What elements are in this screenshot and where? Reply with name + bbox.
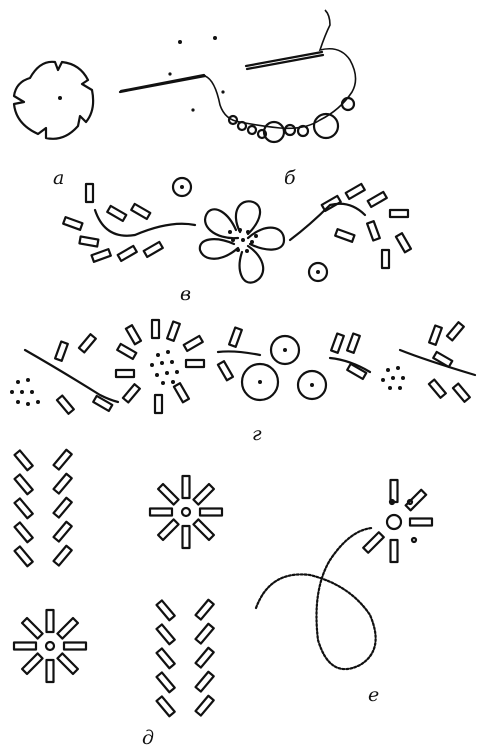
label-f: е xyxy=(368,684,379,706)
panel-d-sun-band xyxy=(10,320,475,414)
label-e: д xyxy=(142,727,154,749)
label-c: в xyxy=(180,283,191,305)
panel-a-sequin xyxy=(14,62,93,139)
panel-c-flower-band xyxy=(63,178,411,283)
label-b: б xyxy=(284,167,296,189)
label-a: а xyxy=(53,167,64,189)
panel-b-beads xyxy=(120,10,356,142)
label-d: г xyxy=(252,423,262,445)
panel-e-patterns xyxy=(14,450,222,716)
panel-f-loop xyxy=(256,480,432,669)
